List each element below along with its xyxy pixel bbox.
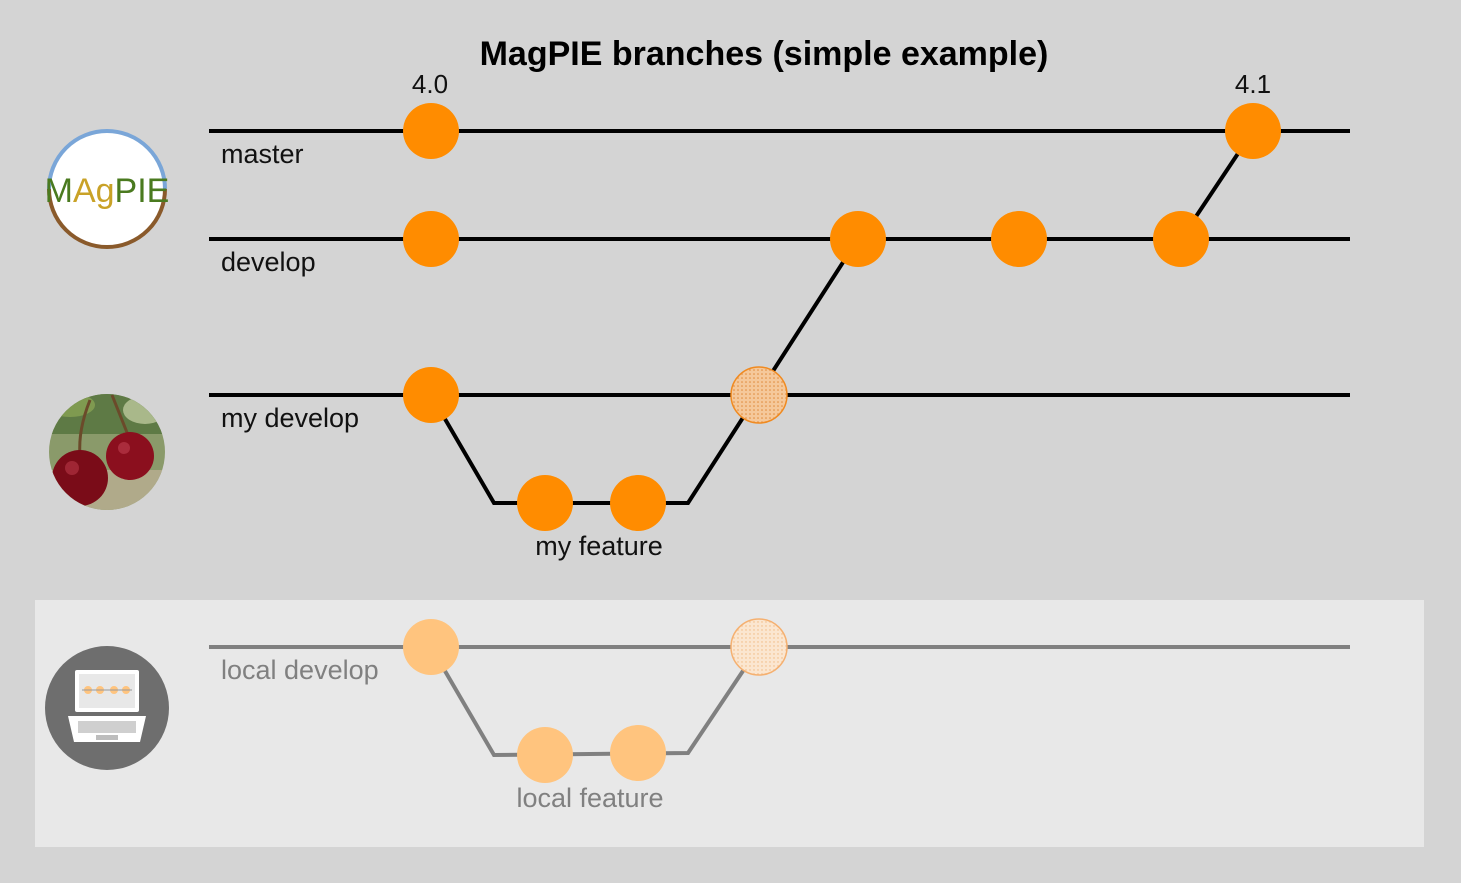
local-panel xyxy=(35,600,1424,847)
my-feature-label: my feature xyxy=(535,531,663,561)
commit-local-feature-1 xyxy=(517,727,573,783)
my-feature-path xyxy=(429,237,860,505)
magpie-logo-icon: MAgPIE xyxy=(45,129,170,249)
commit-develop-3 xyxy=(991,211,1047,267)
commit-local-develop-merge xyxy=(730,618,788,676)
local-feature-path xyxy=(429,645,761,758)
commit-my-feature-2 xyxy=(610,475,666,531)
develop-label: develop xyxy=(221,247,316,277)
local-develop-label: local develop xyxy=(221,655,379,685)
cherries-icon xyxy=(49,394,165,510)
laptop-icon xyxy=(45,646,169,770)
my-develop-label: my develop xyxy=(221,403,359,433)
commit-my-develop-1 xyxy=(403,367,459,423)
commit-develop-1 xyxy=(403,211,459,267)
diagram-title: MagPIE branches (simple example) xyxy=(480,35,1049,73)
commit-local-feature-2 xyxy=(610,725,666,781)
svg-text:MAgPIE: MAgPIE xyxy=(45,172,170,210)
commit-my-develop-merge xyxy=(730,366,788,424)
version-4-1: 4.1 xyxy=(1235,69,1271,99)
logo-m: M xyxy=(45,172,73,210)
commit-develop-4 xyxy=(1153,211,1209,267)
logo-ag: Ag xyxy=(73,172,115,210)
commit-develop-2 xyxy=(830,211,886,267)
version-4-0: 4.0 xyxy=(412,69,448,99)
master-label: master xyxy=(221,139,304,169)
logo-pie: PIE xyxy=(115,172,170,210)
commit-my-feature-1 xyxy=(517,475,573,531)
commit-master-4-1 xyxy=(1225,103,1281,159)
commit-local-develop-1 xyxy=(403,619,459,675)
local-feature-label: local feature xyxy=(516,783,663,813)
commit-master-4-0 xyxy=(403,103,459,159)
